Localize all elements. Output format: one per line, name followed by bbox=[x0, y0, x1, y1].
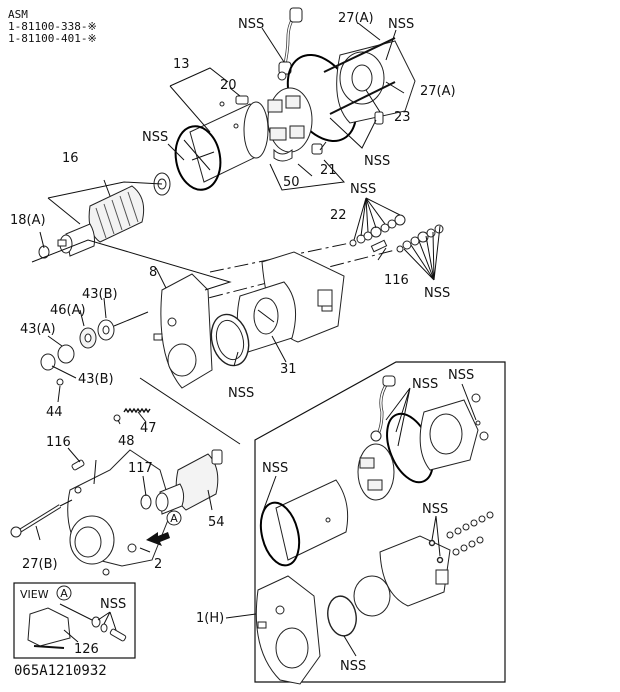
callout-8: 8 bbox=[149, 265, 157, 280]
inset-variant-assembly: NSS NSS NSS NSS 1(H) NSS bbox=[196, 361, 506, 685]
callout-46a: 46(A) bbox=[50, 303, 86, 318]
front-bracket bbox=[67, 449, 173, 576]
gear-train bbox=[40, 311, 149, 386]
callout-16: 16 bbox=[62, 151, 79, 166]
callout-50: 50 bbox=[283, 175, 300, 190]
lead-wire bbox=[277, 7, 303, 81]
callout-54: 54 bbox=[208, 515, 225, 530]
callout-43b-top: 43(B) bbox=[82, 287, 118, 302]
bracket-bolt bbox=[71, 459, 85, 471]
callout-nss-hw-upper: NSS bbox=[350, 182, 376, 197]
inset-callout-1h: 1(H) bbox=[196, 611, 224, 626]
brush-holder bbox=[235, 87, 323, 162]
part-number-1: 1-81100-338-※ bbox=[8, 20, 97, 33]
rear-cover bbox=[323, 37, 416, 125]
through-bolt bbox=[10, 504, 62, 538]
callout-44: 44 bbox=[46, 405, 63, 420]
callout-nss-top-right: NSS bbox=[388, 17, 414, 32]
yoke bbox=[174, 101, 269, 191]
view-a-126: 126 bbox=[74, 642, 99, 657]
callout-27b: 27(B) bbox=[22, 557, 58, 572]
assembly-header: ASM 1-81100-338-※ 1-81100-401-※ bbox=[8, 8, 97, 45]
leader-lines bbox=[35, 22, 441, 553]
callout-2: 2 bbox=[154, 557, 162, 572]
view-a-detail-box: VIEW A NSS 126 bbox=[13, 582, 136, 659]
callout-23: 23 bbox=[394, 110, 411, 125]
spring-and-ball bbox=[113, 407, 151, 422]
armature bbox=[38, 172, 171, 259]
callout-nss-gear-gasket: NSS bbox=[228, 386, 254, 401]
view-a-nss: NSS bbox=[100, 597, 126, 612]
callout-31: 31 bbox=[280, 362, 297, 377]
callout-nss-cover: NSS bbox=[364, 154, 390, 169]
view-a-title: VIEW bbox=[20, 588, 49, 601]
callout-43a: 43(A) bbox=[20, 322, 56, 337]
part-number-2: 1-81100-401-※ bbox=[8, 32, 97, 45]
view-a-box-marker: A bbox=[60, 587, 68, 600]
callout-13: 13 bbox=[173, 57, 190, 72]
switch-gasket bbox=[210, 313, 250, 367]
inset-callout-nss-wire: NSS bbox=[412, 377, 438, 392]
callout-43b-bottom: 43(B) bbox=[78, 372, 114, 387]
callout-117: 117 bbox=[128, 461, 153, 476]
hardware-upper-row bbox=[349, 214, 406, 253]
callout-48: 48 bbox=[118, 434, 135, 449]
callout-labels: NSS 27(A) NSS 27(A) 23 NSS 13 20 NSS 16 … bbox=[10, 11, 456, 572]
inset-callout-nss-hw: NSS bbox=[422, 502, 448, 517]
callout-47: 47 bbox=[140, 421, 157, 436]
callout-27a-top: 27(A) bbox=[338, 11, 374, 26]
callout-116-low: 116 bbox=[46, 435, 71, 450]
drawing-code: 065A1210932 bbox=[14, 663, 107, 679]
callout-21: 21 bbox=[320, 163, 337, 178]
callout-27a-right: 27(A) bbox=[420, 84, 456, 99]
gear-case bbox=[153, 273, 213, 389]
magnetic-switch bbox=[236, 251, 345, 353]
gear-case-bracket bbox=[31, 239, 241, 445]
callout-22: 22 bbox=[330, 208, 347, 223]
view-a-arrow: A bbox=[146, 510, 182, 546]
callout-20: 20 bbox=[220, 78, 237, 93]
hardware-lower-row bbox=[396, 224, 444, 253]
inset-callout-nss-cover: NSS bbox=[448, 368, 474, 383]
callout-18a: 18(A) bbox=[10, 213, 46, 228]
callout-nss-wire: NSS bbox=[238, 17, 264, 32]
inset-callout-nss-yoke: NSS bbox=[262, 461, 288, 476]
callout-nss-yoke: NSS bbox=[142, 130, 168, 145]
callout-116-mid: 116 bbox=[384, 273, 409, 288]
overrunning-clutch bbox=[140, 449, 223, 515]
assembly-line-upper bbox=[209, 242, 351, 273]
callout-nss-hw-lower: NSS bbox=[424, 286, 450, 301]
assembly-title: ASM bbox=[8, 8, 28, 21]
view-a-marker: A bbox=[170, 512, 178, 525]
inset-callout-nss-gasket: NSS bbox=[340, 659, 366, 674]
